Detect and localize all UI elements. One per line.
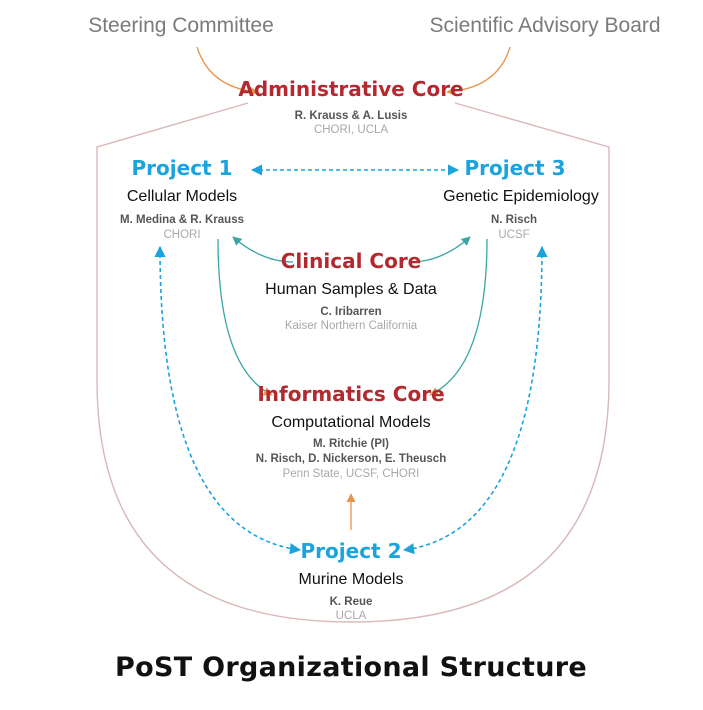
project1-institutions: CHORI xyxy=(163,229,201,241)
project2-institutions: UCLA xyxy=(335,610,367,622)
project3-project2-link xyxy=(402,245,548,555)
clinical-core-institutions: Kaiser Northern California xyxy=(284,320,418,332)
clinical-core-title: Clinical Core xyxy=(280,249,422,273)
clinical-core-people: C. Iribarren xyxy=(320,306,382,318)
diagram-title: PoST Organizational Structure xyxy=(115,652,587,683)
informatics-core-title: Informatics Core xyxy=(257,382,445,406)
project2-subtitle: Murine Models xyxy=(298,571,404,588)
steering-committee-label: Steering Committee xyxy=(88,14,274,37)
informatics-core-people-pi: M. Ritchie (PI) xyxy=(312,438,390,450)
project1-people: M. Medina & R. Krauss xyxy=(120,214,244,226)
project1-to-informatics-arrow xyxy=(217,238,273,396)
project3-institutions: UCSF xyxy=(498,229,530,241)
scientific-advisory-board-label: Scientific Advisory Board xyxy=(429,14,661,37)
project3-title: Project 3 xyxy=(464,156,566,180)
project1-title: Project 1 xyxy=(131,156,233,180)
clinical-core-subtitle: Human Samples & Data xyxy=(265,281,437,298)
project3-people: N. Risch xyxy=(490,214,538,226)
informatics-core-institutions: Penn State, UCSF, CHORI xyxy=(282,468,420,480)
project2-people: K. Reue xyxy=(329,596,373,608)
project1-project2-link xyxy=(154,245,302,555)
administrative-core-people: R. Krauss & A. Lusis xyxy=(294,110,408,122)
project3-subtitle: Genetic Epidemiology xyxy=(443,188,599,205)
advisory-to-admin-arrow xyxy=(446,46,511,96)
informatics-core-subtitle: Computational Models xyxy=(271,414,431,431)
steering-to-admin-arrow xyxy=(196,46,259,96)
project1-subtitle: Cellular Models xyxy=(126,188,238,205)
administrative-core-title: Administrative Core xyxy=(238,77,464,101)
informatics-core-people: N. Risch, D. Nickerson, E. Theusch xyxy=(255,453,447,465)
administrative-core-institutions: CHORI, UCLA xyxy=(313,124,389,136)
organization-boundary xyxy=(96,102,610,623)
project2-title: Project 2 xyxy=(300,539,402,563)
project3-to-informatics-arrow xyxy=(429,238,488,396)
